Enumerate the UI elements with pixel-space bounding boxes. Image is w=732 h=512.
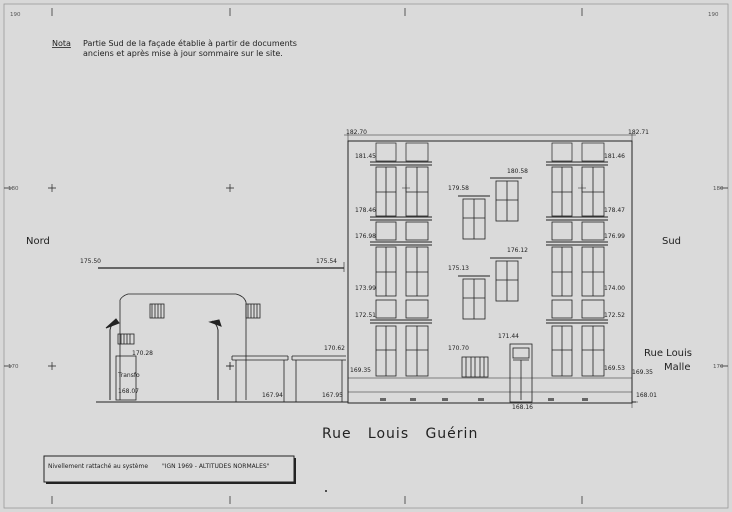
- dot-mark: [325, 490, 327, 492]
- elev-r5: 172.52: [604, 312, 625, 319]
- left-window-column: [370, 161, 432, 377]
- elev-transfo-top: 170.28: [132, 350, 153, 357]
- note-label: Nota: [52, 39, 71, 48]
- frame-mark-mid-right: 180: [713, 186, 724, 192]
- elev-r3: 176.99: [604, 233, 625, 240]
- elev-r1: 181.46: [604, 153, 625, 160]
- leveling-legend-box: [43, 455, 296, 484]
- elev-c4: 175.13: [448, 265, 469, 272]
- elev-l1: 181.45: [355, 153, 376, 160]
- elev-c2: 179.58: [448, 185, 469, 192]
- legend-prefix: Nivellement rattaché au système: [48, 463, 148, 470]
- lamp-posts: [105, 318, 222, 400]
- note-line-1: Partie Sud de la façade établie à partir…: [83, 38, 297, 48]
- elev-r6: 169.53: [604, 365, 625, 372]
- elev-c1: 180.58: [507, 168, 528, 175]
- elev-shed: 170.62: [324, 345, 345, 352]
- elev-top-left: 182.70: [346, 129, 367, 136]
- elev-wall-right: 175.54: [316, 258, 337, 265]
- elev-l5: 172.51: [355, 312, 376, 319]
- elev-l4: 173.99: [355, 285, 376, 292]
- elev-g2: 167.95: [322, 392, 343, 399]
- elev-wall-left: 175.50: [80, 258, 101, 265]
- right-window-column: [546, 161, 608, 377]
- shed-roofs: [231, 355, 346, 402]
- elev-c3: 176.12: [507, 247, 528, 254]
- elev-g1: 167.94: [262, 392, 283, 399]
- frame-mark-low-right: 170: [713, 364, 724, 370]
- garden-wall: [98, 262, 345, 272]
- side-street-line-2: Malle: [664, 362, 690, 373]
- elev-r4: 174.00: [604, 285, 625, 292]
- frame-mark-low-left: 170: [8, 364, 19, 370]
- facade-crosshairs: [226, 184, 586, 370]
- elev-ground-left: 169.35: [350, 367, 371, 374]
- level-marks: [344, 133, 638, 408]
- frame-mark-mid-left: 180: [8, 186, 19, 192]
- elev-l2: 178.46: [355, 207, 376, 214]
- outbuilding: [115, 293, 261, 401]
- elev-door-base: 168.16: [512, 404, 533, 411]
- side-street-line-1: Rue Louis: [644, 348, 692, 359]
- note-line-2: anciens et après mise à jour sommaire su…: [83, 48, 283, 58]
- main-street-name: Rue Louis Guérin: [322, 426, 478, 442]
- elev-ground-right: 169.35: [632, 369, 653, 376]
- elev-c5: 170.70: [448, 345, 469, 352]
- direction-north: Nord: [26, 236, 50, 247]
- direction-south: Sud: [662, 236, 681, 247]
- center-windows: [458, 177, 533, 403]
- frame-mark-top-left: 190: [10, 12, 21, 18]
- elev-door-top: 171.44: [498, 333, 519, 340]
- elev-l3: 176.98: [355, 233, 376, 240]
- transformer-label: Transfo: [117, 372, 140, 379]
- legend-system: "IGN 1969 - ALTITUDES NORMALES": [162, 463, 270, 470]
- elev-r2: 178.47: [604, 207, 625, 214]
- elev-top-right: 182.71: [628, 129, 649, 136]
- elev-base-right: 168.01: [636, 392, 657, 399]
- frame-mark-top-right: 190: [708, 12, 719, 18]
- elev-transfo-base: 168.07: [118, 388, 139, 395]
